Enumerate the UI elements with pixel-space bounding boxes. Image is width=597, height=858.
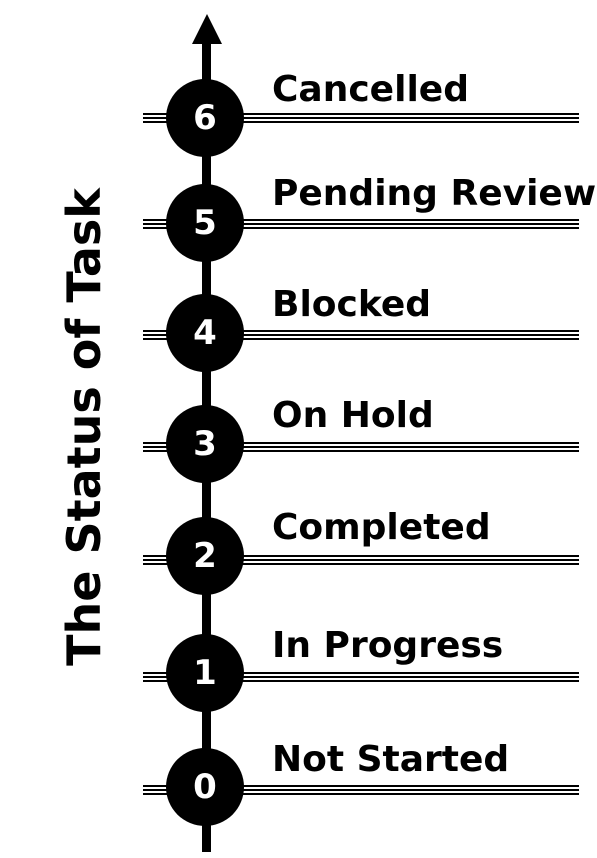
rung-line-4 — [143, 330, 579, 340]
rung-line-6 — [143, 113, 579, 123]
axis-title: The Status of Task — [57, 188, 111, 666]
arrow-up-icon — [192, 14, 222, 44]
status-label-pending-review: Pending Review — [272, 173, 597, 214]
status-label-cancelled: Cancelled — [272, 69, 469, 110]
level-node-5: 5 — [166, 184, 244, 262]
rung-line-3 — [143, 442, 579, 452]
level-node-3: 3 — [166, 405, 244, 483]
level-node-6: 6 — [166, 79, 244, 157]
status-label-not-started: Not Started — [272, 739, 510, 780]
status-label-completed: Completed — [272, 507, 491, 548]
rung-line-5 — [143, 219, 579, 229]
status-label-on-hold: On Hold — [272, 395, 434, 436]
rung-line-2 — [143, 555, 579, 565]
rung-line-0 — [143, 785, 579, 795]
level-node-4: 4 — [166, 294, 244, 372]
level-node-1: 1 — [166, 634, 244, 712]
rung-line-1 — [143, 672, 579, 682]
status-label-in-progress: In Progress — [272, 625, 504, 666]
status-label-blocked: Blocked — [272, 284, 432, 325]
level-node-0: 0 — [166, 748, 244, 826]
level-node-2: 2 — [166, 517, 244, 595]
